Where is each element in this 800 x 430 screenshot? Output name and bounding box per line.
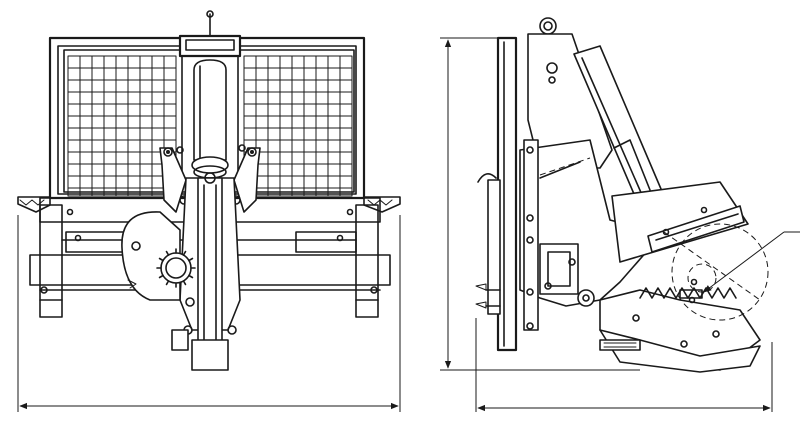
gear-tooth — [188, 257, 194, 262]
gear-tooth — [188, 274, 194, 279]
gear-tooth — [182, 280, 187, 286]
gear-tooth — [158, 257, 164, 262]
gear-tooth — [165, 250, 170, 256]
side-mid-body — [519, 139, 649, 331]
gear-tooth — [182, 250, 187, 256]
front-gear-hub — [121, 144, 246, 307]
side-back-plate — [475, 36, 518, 352]
front-center-mast — [159, 10, 261, 371]
side-view — [475, 17, 769, 373]
front-dimensions — [17, 215, 401, 412]
front-view — [17, 10, 401, 371]
mesh-grid-right — [243, 55, 353, 197]
gear-tooth — [165, 280, 170, 286]
mesh-grid-left — [67, 55, 177, 197]
side-dimensions — [440, 37, 800, 412]
gear-tooth — [158, 274, 164, 279]
side-cutter-head — [599, 181, 769, 373]
